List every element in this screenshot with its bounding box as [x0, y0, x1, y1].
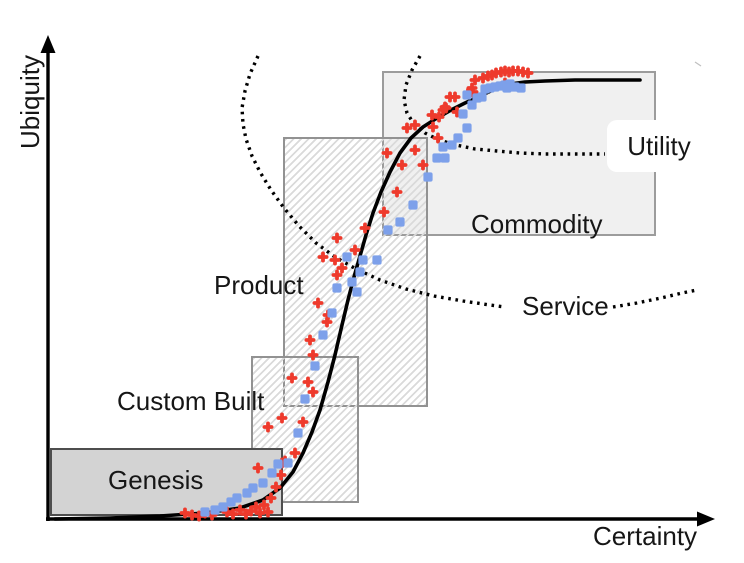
stage-label-commodity: Commodity [471, 209, 603, 239]
stage-label-genesis: Genesis [108, 465, 204, 495]
arc-label-utility: Utility [627, 131, 691, 161]
x-axis-arrowhead-icon [697, 511, 715, 527]
stray-mark [694, 61, 702, 67]
stage-label-product: Product [214, 270, 304, 300]
x-axis-label: Certainty [593, 521, 698, 551]
y-axis-label: Ubiquity [15, 55, 45, 149]
dotted-arc-service [612, 288, 698, 309]
stage-label-custom-built: Custom Built [117, 386, 265, 416]
arc-label-service: Service [522, 291, 609, 321]
